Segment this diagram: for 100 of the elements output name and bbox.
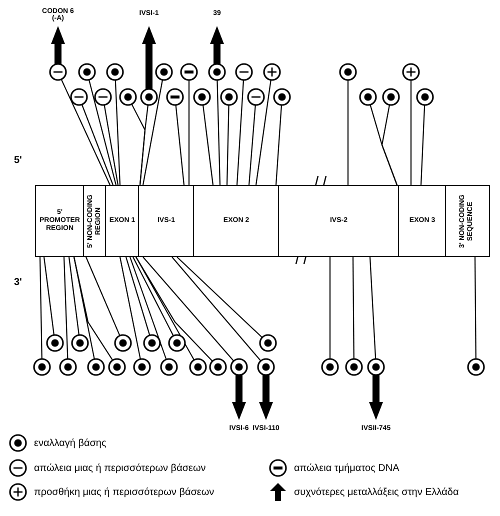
dot-circle-symbol bbox=[168, 334, 186, 352]
gene-region-box bbox=[105, 185, 140, 257]
leader-line bbox=[352, 257, 354, 359]
leader-line bbox=[202, 104, 214, 186]
bold-minus-circle-symbol bbox=[180, 63, 198, 81]
dot-circle-symbol bbox=[220, 88, 238, 106]
leader-line bbox=[410, 80, 412, 185]
leader-line bbox=[248, 104, 256, 186]
leader-line bbox=[39, 256, 42, 360]
leader-line bbox=[236, 80, 244, 186]
plus-circle-symbol bbox=[402, 63, 420, 81]
leader-line bbox=[73, 256, 114, 361]
leader-line bbox=[226, 104, 230, 186]
dot-circle-symbol bbox=[108, 358, 126, 376]
gene-region-box bbox=[278, 185, 400, 257]
legend-text: προσθήκη μιας ή περισσότερων βάσεων bbox=[34, 487, 214, 498]
dot-circle-symbol bbox=[114, 334, 132, 352]
gene-region-box bbox=[83, 185, 106, 257]
legend-text: απώλεια μιας ή περισσότερων βάσεων bbox=[34, 463, 206, 474]
gene-region-box bbox=[138, 185, 194, 257]
dot-circle-symbol bbox=[71, 334, 89, 352]
leader-line bbox=[119, 256, 141, 360]
arrow bbox=[210, 26, 224, 64]
gene-region-box bbox=[35, 185, 84, 257]
leader-line bbox=[81, 104, 114, 186]
leader-line bbox=[142, 256, 234, 362]
dot-circle-symbol bbox=[87, 358, 105, 376]
minus-circle-symbol bbox=[235, 63, 253, 81]
dot-circle-symbol bbox=[208, 63, 226, 81]
leader-line bbox=[129, 256, 167, 360]
legend-text: εναλλαγή βάσης bbox=[34, 438, 106, 449]
plus-circle-symbol bbox=[263, 63, 281, 81]
leader-line bbox=[474, 257, 476, 359]
dot-circle-symbol bbox=[273, 88, 291, 106]
leader-line bbox=[381, 104, 398, 186]
dot-circle-symbol bbox=[33, 358, 51, 376]
dot-circle-symbol bbox=[189, 358, 207, 376]
arrow bbox=[142, 26, 156, 89]
leader-line bbox=[172, 256, 262, 362]
leader-line bbox=[255, 80, 272, 186]
dot-circle-symbol bbox=[359, 88, 377, 106]
dot-circle-symbol bbox=[106, 63, 124, 81]
leader-line bbox=[136, 256, 213, 362]
dot-circle-symbol bbox=[46, 334, 64, 352]
leader-line bbox=[104, 104, 119, 186]
leader-line bbox=[175, 104, 185, 186]
leader-line bbox=[142, 80, 164, 186]
leader-line bbox=[347, 80, 349, 185]
leader-line bbox=[88, 80, 117, 186]
bold-minus-circle-symbol bbox=[166, 88, 184, 106]
legend-text: συχνότερες μεταλλάξεις στην Ελλάδα bbox=[294, 487, 459, 498]
dot-circle-symbol bbox=[257, 358, 275, 376]
leader-line bbox=[68, 256, 80, 336]
dot-circle-symbol bbox=[345, 358, 363, 376]
dot-circle-symbol bbox=[259, 334, 277, 352]
leader-line bbox=[139, 104, 149, 186]
arrow bbox=[51, 26, 65, 64]
dot-circle-symbol bbox=[321, 358, 339, 376]
leader-line bbox=[132, 256, 174, 336]
dot-circle-symbol bbox=[78, 63, 96, 81]
dot-circle-symbol bbox=[230, 358, 248, 376]
strand-end-label: 3' bbox=[14, 277, 22, 288]
leader-line bbox=[43, 256, 55, 336]
gene-region-box bbox=[193, 185, 280, 257]
dot-circle-symbol bbox=[160, 358, 178, 376]
leader-line bbox=[176, 256, 263, 338]
dot-circle-symbol bbox=[467, 358, 485, 376]
leader-line bbox=[60, 79, 110, 186]
dot-circle-symbol bbox=[140, 88, 158, 106]
leader-line bbox=[369, 256, 376, 360]
leader-line bbox=[329, 257, 331, 359]
dot-circle-symbol bbox=[382, 88, 400, 106]
leader-line bbox=[188, 80, 190, 185]
leader-line bbox=[114, 80, 121, 186]
gene-region-box bbox=[445, 185, 490, 257]
minus-circle-symbol bbox=[94, 88, 112, 106]
minus-circle-symbol bbox=[70, 88, 88, 106]
leader-line bbox=[63, 256, 68, 360]
arrow bbox=[259, 375, 273, 420]
leader-line bbox=[216, 80, 221, 186]
minus-circle-symbol bbox=[247, 88, 265, 106]
arrow bbox=[232, 375, 246, 420]
legend-text: απώλεια τμήματος DNA bbox=[294, 463, 400, 474]
leader-line bbox=[420, 104, 426, 186]
dot-circle-symbol bbox=[193, 88, 211, 106]
dot-circle-symbol bbox=[133, 358, 151, 376]
dot-circle-symbol bbox=[155, 63, 173, 81]
dot-circle-symbol bbox=[119, 88, 137, 106]
gene-region-box bbox=[398, 185, 446, 257]
leader-line bbox=[125, 256, 150, 336]
leader-line bbox=[86, 256, 120, 336]
dot-circle-symbol bbox=[367, 358, 385, 376]
arrow bbox=[369, 375, 383, 420]
minus-circle-symbol bbox=[49, 63, 67, 81]
dot-circle-symbol bbox=[143, 334, 161, 352]
dot-circle-symbol bbox=[416, 88, 434, 106]
dot-circle-symbol bbox=[339, 63, 357, 81]
leader-line bbox=[275, 104, 282, 186]
dot-circle-symbol bbox=[209, 358, 227, 376]
dot-circle-symbol bbox=[59, 358, 77, 376]
